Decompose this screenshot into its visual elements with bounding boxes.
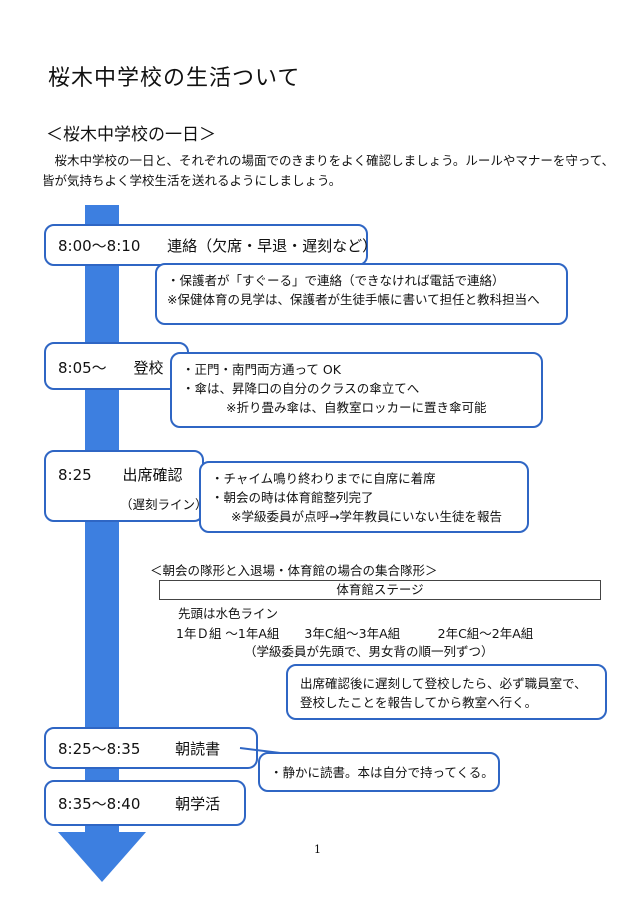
note-line: ※学級委員が点呼→学年教員にいない生徒を報告 <box>231 509 502 524</box>
page-number: 1 <box>314 843 321 856</box>
event-label: 連絡（欠席・早退・遅刻など） <box>167 237 378 255</box>
time-label: 8:25 <box>58 466 92 484</box>
page-title: 桜木中学校の生活ついて <box>48 66 301 91</box>
formation-line: 1年Ｄ組 ～1年A組 3年C組～3年A組 2年C組～2年A組 <box>176 626 534 641</box>
timeline-arrow-head <box>58 832 146 882</box>
note-line: ・正門・南門両方通って OK <box>182 362 341 377</box>
event-label: 出席確認 <box>122 466 183 484</box>
note-line: ※保健体育の見学は、保護者が生徒手帳に書いて担任と教科担当へ <box>167 292 540 307</box>
note-box-contact: ・保護者が「すぐーる」で連絡（できなければ電話で連絡） ※保健体育の見学は、保護… <box>155 263 568 325</box>
formation-line: （学級委員が先頭で、男女背の順一列ずつ） <box>244 644 494 659</box>
note-line: ・チャイム鳴り終わりまでに自席に着席 <box>211 471 436 486</box>
note-line: ・保護者が「すぐーる」で連絡（できなければ電話で連絡） <box>167 273 505 288</box>
time-label: 8:05～ <box>58 359 107 377</box>
time-box-morning-reading: 8:25～8:35 朝読書 <box>44 727 258 769</box>
note-line: ・朝会の時は体育館整列完了 <box>211 490 374 505</box>
event-label: 登校 <box>133 359 164 377</box>
note-box-attendance: ・チャイム鳴り終わりまでに自席に着席 ・朝会の時は体育館整列完了 ※学級委員が点… <box>199 461 529 533</box>
intro-paragraph: 桜木中学校の一日と、それぞれの場面でのきまりをよく確認しましょう。ルールやマナー… <box>42 151 617 191</box>
late-arrival-note: 出席確認後に遅刻して登校したら、必ず職員室で、 登校したことを報告してから教室へ… <box>286 664 607 720</box>
section-title: ＜桜木中学校の一日＞ <box>46 125 216 145</box>
intro-line: 桜木中学校の一日と、それぞれの場面でのきまりをよく確認しましょう。ルールやマナー… <box>54 153 615 168</box>
note-box-arrival: ・正門・南門両方通って OK ・傘は、昇降口の自分のクラスの傘立てへ ※折り畳み… <box>170 352 543 428</box>
note-line: ※折り畳み傘は、自教室ロッカーに置き傘可能 <box>226 400 487 415</box>
formation-title: ＜朝会の隊形と入退場・体育館の場合の集合隊形＞ <box>150 563 438 578</box>
note-box-morning-reading: ・静かに読書。本は自分で持ってくる。 <box>258 752 500 792</box>
formation-line: 先頭は水色ライン <box>178 606 279 621</box>
stage-label: 体育館ステージ <box>159 580 601 600</box>
note-line: 出席確認後に遅刻して登校したら、必ず職員室で、 <box>300 676 587 691</box>
time-box-arrival: 8:05～ 登校 <box>44 342 189 390</box>
note-line: 登校したことを報告してから教室へ行く。 <box>300 695 538 710</box>
time-box-contact: 8:00～8:10 連絡（欠席・早退・遅刻など） <box>44 224 377 266</box>
time-box-homeroom: 8:35～8:40 朝学活 <box>44 780 246 826</box>
event-label: 朝学活 <box>175 795 221 813</box>
intro-line: 皆が気持ちよく学校生活を送れるようにしましょう。 <box>42 173 342 188</box>
note-line: ・傘は、昇降口の自分のクラスの傘立てへ <box>182 381 420 396</box>
note-line: ・静かに読書。本は自分で持ってくる。 <box>270 765 494 780</box>
time-label: 8:35～8:40 <box>58 795 141 813</box>
event-label: 朝読書 <box>175 740 221 758</box>
event-sublabel: （遅刻ライン） <box>120 497 208 512</box>
time-label: 8:25～8:35 <box>58 740 141 758</box>
time-label: 8:00～8:10 <box>58 237 141 255</box>
time-box-attendance: 8:25 出席確認 （遅刻ライン） <box>44 450 208 522</box>
